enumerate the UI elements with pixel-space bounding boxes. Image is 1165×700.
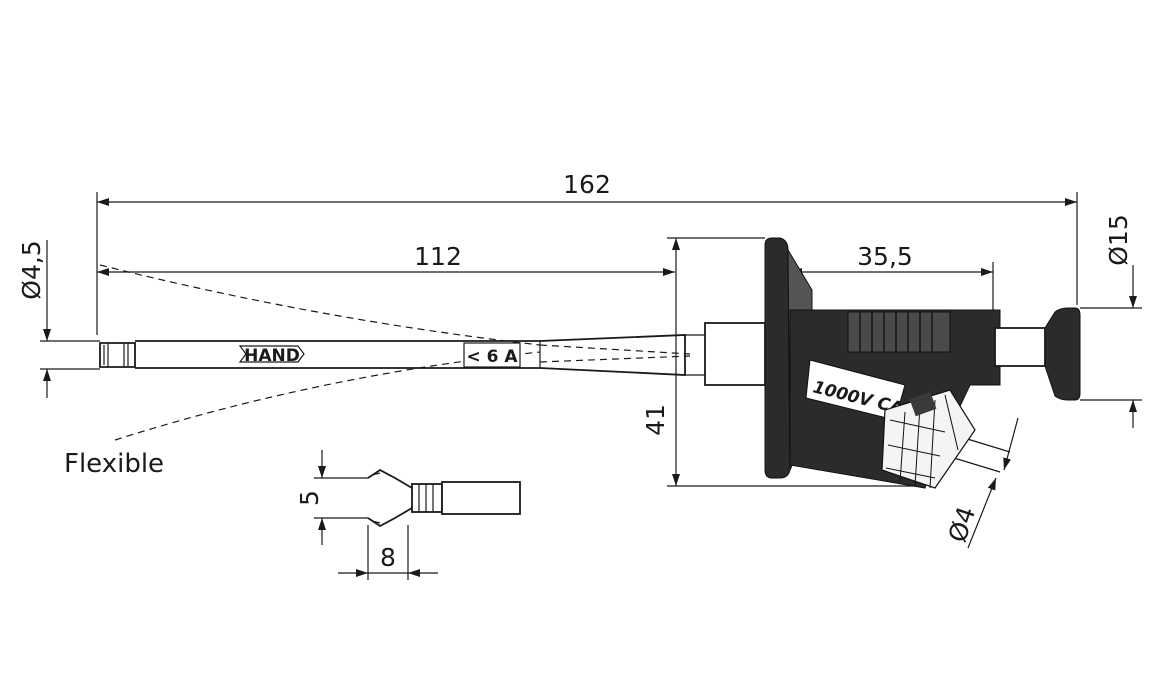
probe-shaft — [99, 334, 705, 376]
jaw-length-value: 8 — [380, 543, 396, 572]
flexible-label: Flexible — [64, 449, 164, 479]
dimension-tip-diameter: Ø4,5 — [17, 240, 100, 398]
probe-head-body: 1000V CAT — [704, 237, 1081, 489]
jaw-detail: 5 8 — [295, 450, 521, 580]
dimension-height: 41 — [641, 237, 925, 487]
tip-diameter-value: Ø4,5 — [17, 240, 46, 299]
dimension-probe-length: 112 — [97, 242, 675, 276]
head-length-value: 35,5 — [857, 242, 913, 271]
current-marking: < 6 A — [463, 342, 521, 368]
jaw-opening-value: 5 — [295, 490, 324, 506]
hand-marking: HAND — [238, 345, 305, 366]
current-mark-text: < 6 A — [466, 347, 518, 367]
knob-diameter-value: Ø15 — [1104, 214, 1133, 266]
dimension-overall-length: 162 — [96, 170, 1078, 335]
probe-length-value: 112 — [414, 242, 462, 271]
dimension-knob-diameter: Ø15 — [1080, 214, 1142, 428]
flexible-range-lines — [99, 264, 691, 441]
overall-length-value: 162 — [563, 170, 611, 199]
hand-mark-text: HAND — [244, 346, 300, 366]
height-value: 41 — [641, 404, 670, 436]
dimension-head-length: 35,5 — [790, 242, 994, 310]
socket-diameter-value: Ø4 — [943, 503, 982, 546]
